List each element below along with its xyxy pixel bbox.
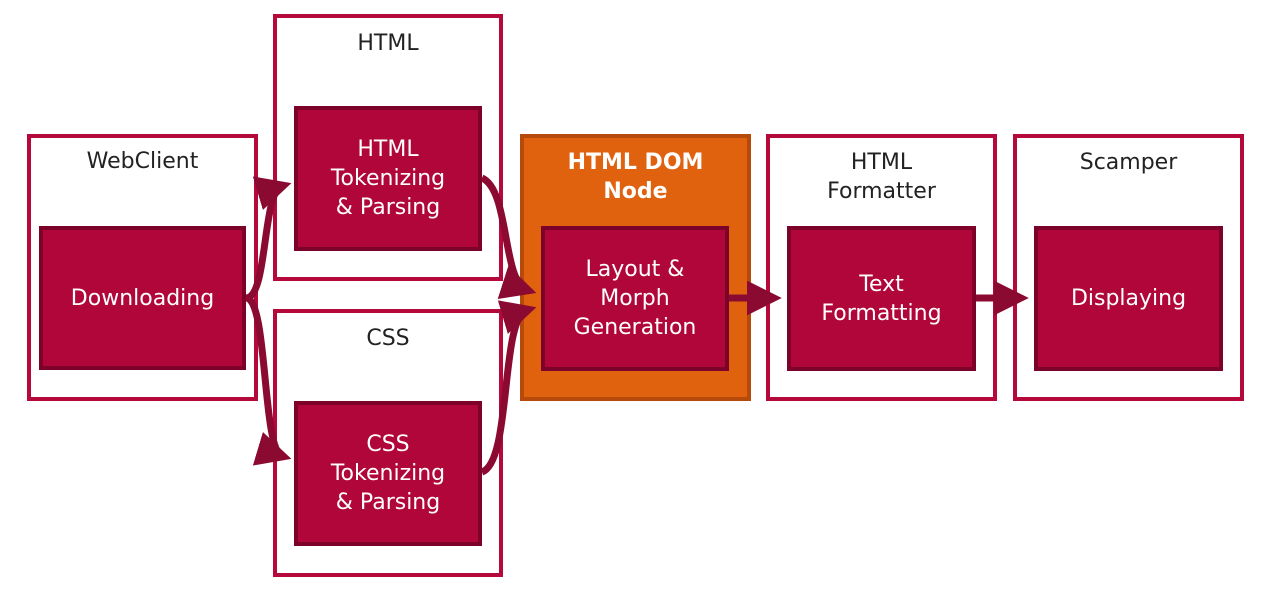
arrow-download-to-html <box>244 176 292 302</box>
html-formatter-title: HTML Formatter <box>827 150 936 204</box>
css-tokenizing-box: CSS Tokenizing & Parsing <box>294 401 482 546</box>
displaying-box: Displaying <box>1034 226 1223 371</box>
text-formatting-box: Text Formatting <box>787 226 976 371</box>
arrow-download-to-css <box>244 294 292 466</box>
arrow-html-to-layout <box>480 174 537 299</box>
html-title: HTML <box>357 31 419 56</box>
layout-morph-box: Layout & Morph Generation <box>541 226 729 371</box>
scamper-title: Scamper <box>1079 150 1178 175</box>
css-title: CSS <box>366 326 410 351</box>
html-tokenizing-box: HTML Tokenizing & Parsing <box>294 106 482 251</box>
html-dom-node-title: HTML DOM Node <box>567 150 704 204</box>
webclient-title: WebClient <box>86 149 199 174</box>
arrow-css-to-layout <box>480 300 537 476</box>
downloading-box: Downloading <box>39 226 246 370</box>
